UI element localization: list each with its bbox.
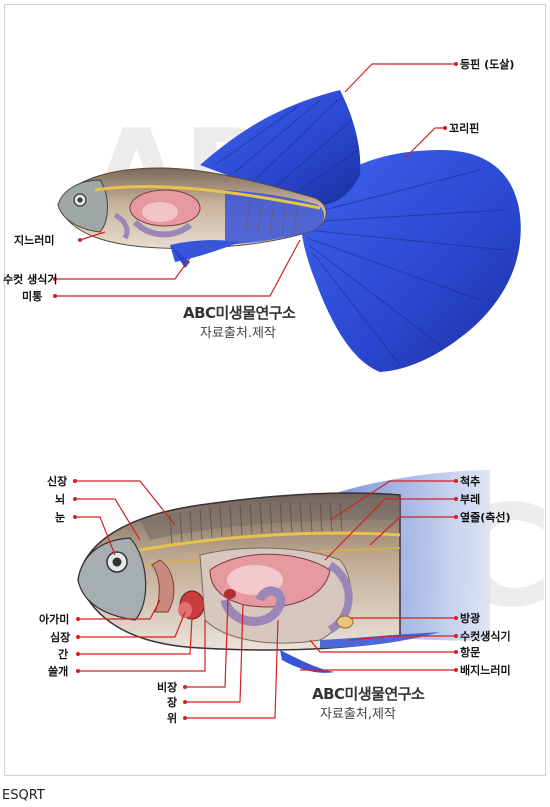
- fish2-gill: [151, 559, 175, 613]
- fish1-organ-intestine: [132, 219, 192, 238]
- diagram2-leaders: [75, 480, 456, 719]
- label-gallbladder: 쓸개: [48, 665, 69, 678]
- label-bladder: 방광: [460, 612, 481, 625]
- image-frame: [4, 4, 546, 776]
- fish2-liver: [178, 602, 192, 618]
- footer-text: ESQRT: [2, 788, 45, 803]
- label-spine: 척추: [460, 475, 481, 488]
- label-intestine: 장: [167, 696, 178, 709]
- fish2-intestine: [220, 586, 286, 626]
- label-spleen: 비장: [157, 681, 178, 694]
- diagram1-leaders: [55, 63, 456, 297]
- label-lateral-line: 옆줄(측선): [460, 511, 511, 524]
- label-dorsal-fin: 등핀 (도살): [460, 58, 515, 71]
- fish2-head: [77, 537, 147, 621]
- tail-fin-shape: [300, 150, 521, 372]
- label-pectoral-fin: 지느러미: [14, 234, 55, 247]
- fish1-spine: [94, 185, 321, 210]
- label-tail-fin: 꼬리핀: [449, 122, 480, 135]
- credit-sub-2: 자료출처,제작: [320, 707, 396, 722]
- label-male-organ: 수컷 생식기: [3, 273, 58, 286]
- credit-sub-1: 자료출처.제작: [200, 326, 276, 341]
- label-ventral-fin: 배지느러미: [460, 664, 511, 677]
- fish2-ventral-fin: [280, 650, 335, 673]
- fish2-bladder: [336, 615, 354, 629]
- label-male-organ-2: 수컷생식기: [460, 630, 511, 643]
- label-eye: 눈: [55, 511, 66, 524]
- fish1-head: [57, 179, 108, 233]
- fish2-spine: [129, 531, 401, 554]
- label-kidney: 신장: [47, 475, 68, 488]
- credit-title-1: ABC미생물연구소: [183, 304, 296, 322]
- label-anus: 항문: [460, 646, 481, 659]
- label-brain: 뇌: [55, 493, 66, 506]
- fish2-stomach: [327, 561, 353, 634]
- label-gill: 아가미: [39, 613, 70, 626]
- label-stomach: 위: [167, 712, 178, 725]
- label-liver: 간: [58, 648, 69, 661]
- fish1-ventral-fin: [170, 240, 240, 262]
- label-swim-bladder: 부레: [460, 493, 481, 506]
- label-caudal-peduncle: 미통: [22, 290, 43, 303]
- credit-title-2: ABC미생물연구소: [312, 685, 425, 703]
- tail-fin-rays: [304, 169, 506, 366]
- label-heart: 심장: [50, 631, 71, 644]
- dorsal-fin-rays: [214, 97, 359, 195]
- fish2-spleen: [224, 589, 236, 599]
